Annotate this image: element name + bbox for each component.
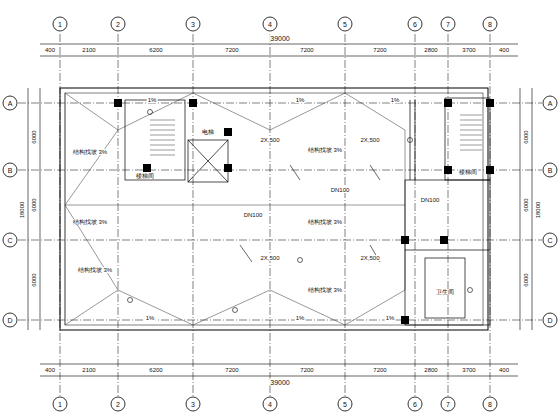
plan-note: 结构找坡 3% bbox=[72, 149, 108, 155]
plan-note: 1% bbox=[295, 315, 306, 321]
dimension-text: 6000 bbox=[31, 197, 37, 212]
axis-label: 7 bbox=[445, 401, 451, 408]
plan-note: DN100 bbox=[330, 187, 351, 193]
plan-note: 2X,500 bbox=[359, 255, 380, 261]
plan-note: 2X,500 bbox=[359, 137, 380, 143]
dimension-text: 3700 bbox=[461, 367, 476, 373]
dimension-text: 7200 bbox=[224, 367, 239, 373]
plan-note: 结构找坡 3% bbox=[72, 219, 108, 225]
dimension-text: 2100 bbox=[81, 367, 96, 373]
plan-note: 电梯 bbox=[201, 129, 215, 135]
dimension-text: 39000 bbox=[269, 35, 290, 42]
plan-note: DN100 bbox=[420, 197, 441, 203]
plan-note: 1% bbox=[385, 315, 396, 321]
axis-label: C bbox=[546, 237, 553, 244]
axis-label: B bbox=[547, 167, 554, 174]
dimension-text: 39000 bbox=[269, 379, 290, 386]
plan-note: DN100 bbox=[243, 212, 264, 218]
axis-label: 7 bbox=[445, 21, 451, 28]
axis-label: 4 bbox=[267, 401, 273, 408]
axis-label: 3 bbox=[190, 401, 196, 408]
axis-label: 6 bbox=[412, 21, 418, 28]
dimension-text: 7200 bbox=[299, 367, 314, 373]
plan-note: 1% bbox=[295, 97, 306, 103]
axis-label: D bbox=[546, 317, 553, 324]
plan-note: 结构找坡 3% bbox=[307, 287, 343, 293]
dimension-text: 6000 bbox=[523, 272, 529, 287]
dimension-text: 18000 bbox=[535, 201, 541, 220]
axis-label: 8 bbox=[487, 401, 493, 408]
plan-note: 楼梯间 bbox=[135, 173, 155, 179]
dimension-text: 6000 bbox=[31, 129, 37, 144]
axis-label: B bbox=[7, 167, 14, 174]
plan-note: 楼梯间 bbox=[458, 169, 478, 175]
dimension-text: 400 bbox=[498, 47, 510, 53]
axis-label: 4 bbox=[267, 21, 273, 28]
dimension-text: 3700 bbox=[461, 47, 476, 53]
dimension-text: 7200 bbox=[372, 367, 387, 373]
axis-label: D bbox=[6, 317, 13, 324]
plan-note: 2X,500 bbox=[259, 255, 280, 261]
axis-label: 1 bbox=[57, 21, 63, 28]
dimension-text: 400 bbox=[44, 47, 56, 53]
dimension-text: 6000 bbox=[523, 197, 529, 212]
dimension-text: 6200 bbox=[148, 47, 163, 53]
axis-label: 5 bbox=[342, 21, 348, 28]
axis-label: 2 bbox=[115, 401, 121, 408]
plan-note: 1% bbox=[145, 315, 156, 321]
dimension-text: 7200 bbox=[224, 47, 239, 53]
axis-label: A bbox=[547, 100, 554, 107]
plan-note: 结构找坡 3% bbox=[77, 267, 113, 273]
dimension-text: 18000 bbox=[19, 201, 25, 220]
plan-note: 1% bbox=[390, 97, 401, 103]
plan-note: 结构找坡 3% bbox=[307, 219, 343, 225]
dimension-text: 6200 bbox=[148, 367, 163, 373]
dimension-text: 2100 bbox=[81, 47, 96, 53]
dimension-text: 2800 bbox=[423, 367, 438, 373]
axis-label: 6 bbox=[412, 401, 418, 408]
axis-label: 5 bbox=[342, 401, 348, 408]
dimension-text: 7200 bbox=[372, 47, 387, 53]
axis-label: C bbox=[6, 237, 13, 244]
plan-note: 卫生间 bbox=[435, 289, 455, 295]
dimension-text: 7200 bbox=[299, 47, 314, 53]
plan-note: 1% bbox=[147, 97, 158, 103]
dimension-text: 2800 bbox=[423, 47, 438, 53]
plan-note: 结构找坡 3% bbox=[307, 147, 343, 153]
dimension-text: 6000 bbox=[31, 272, 37, 287]
axis-label: A bbox=[7, 100, 14, 107]
dimension-text: 6000 bbox=[523, 129, 529, 144]
plan-note: 2X,500 bbox=[259, 137, 280, 143]
axis-label: 3 bbox=[190, 21, 196, 28]
axis-label: 1 bbox=[57, 401, 63, 408]
dimension-text: 400 bbox=[44, 367, 56, 373]
dimension-text: 400 bbox=[498, 367, 510, 373]
axis-label: 2 bbox=[115, 21, 121, 28]
axis-label: 8 bbox=[487, 21, 493, 28]
